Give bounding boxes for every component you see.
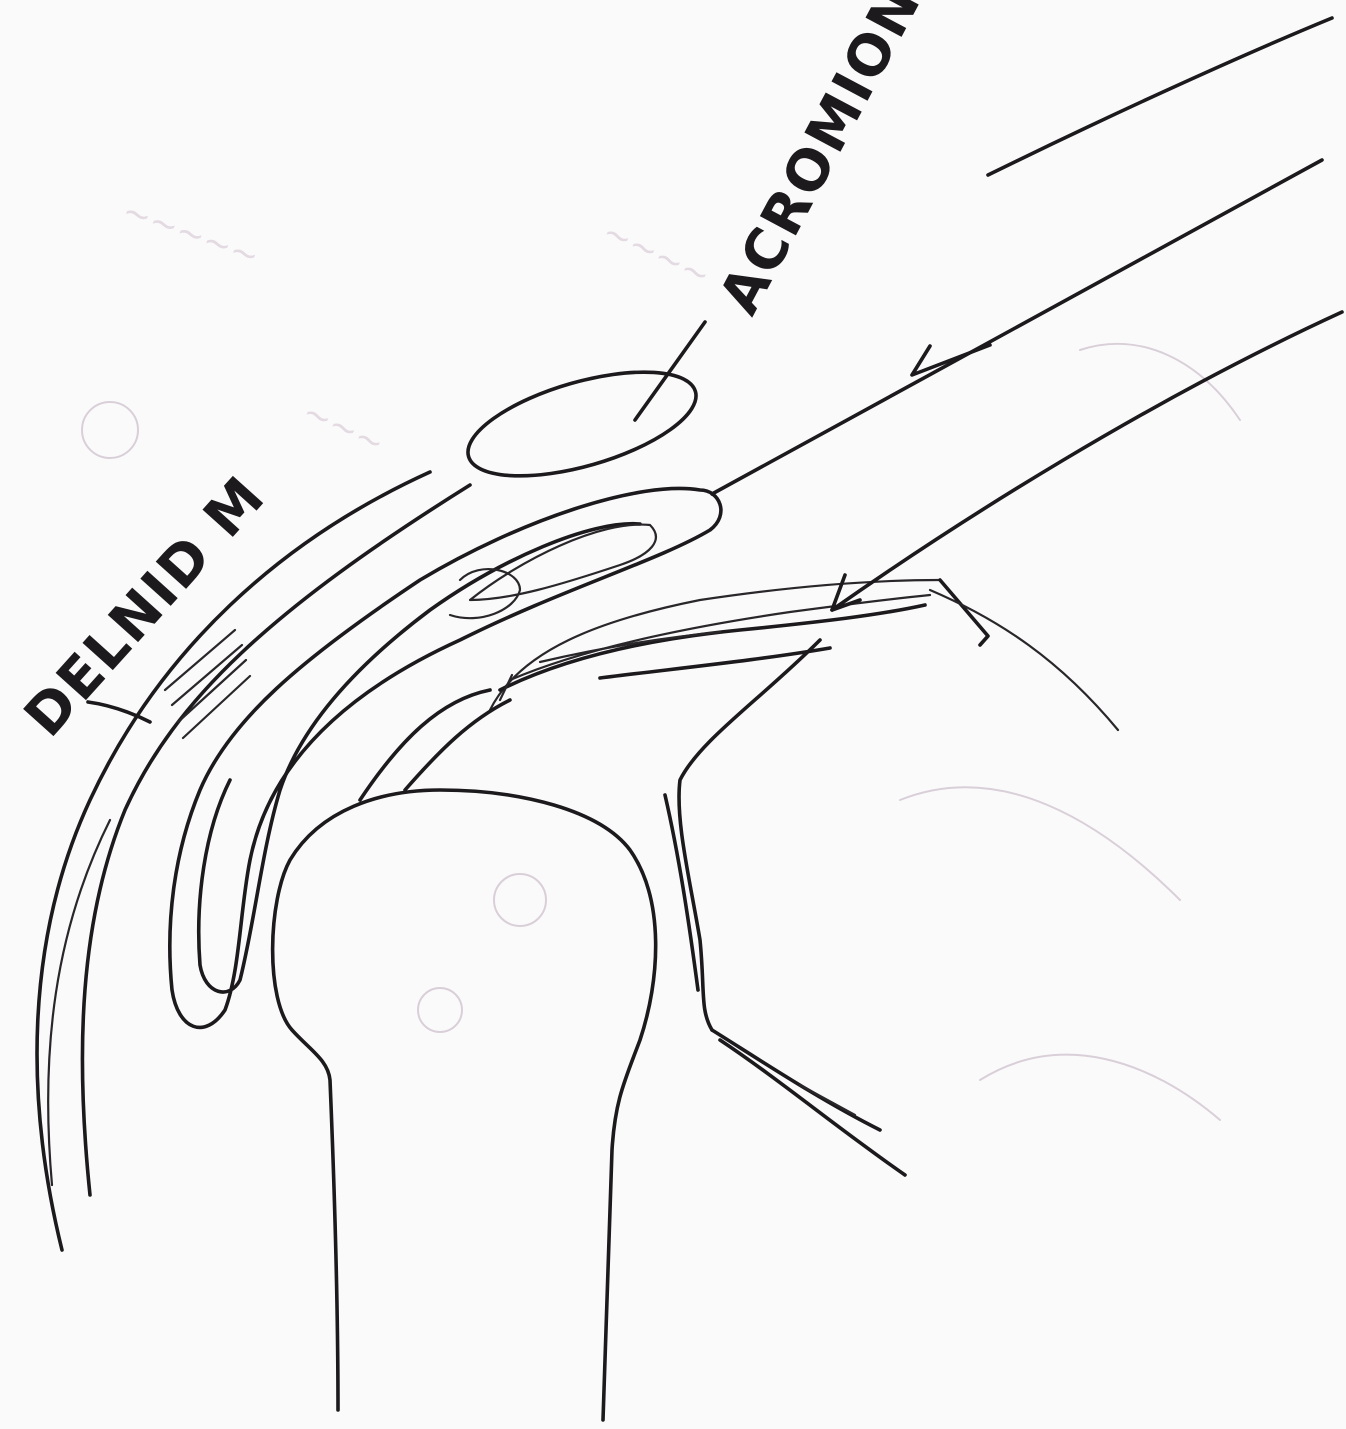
paper-show-through: ~~~~~ ~~~~ ~~~ <box>82 191 1240 1120</box>
svg-text:~~~~: ~~~~ <box>596 212 716 296</box>
tendon-arrow <box>832 312 1342 610</box>
scapula-glenoid <box>360 640 905 1175</box>
superior-outline <box>988 18 1332 175</box>
svg-text:~~~: ~~~ <box>296 392 390 464</box>
humerus <box>273 790 656 1420</box>
svg-text:~~~~~: ~~~~~ <box>117 191 265 277</box>
acromion-label: ACROMION <box>707 0 934 325</box>
acromion-label-group: ACROMION <box>635 0 934 420</box>
subacromial-bursa <box>170 488 721 1027</box>
